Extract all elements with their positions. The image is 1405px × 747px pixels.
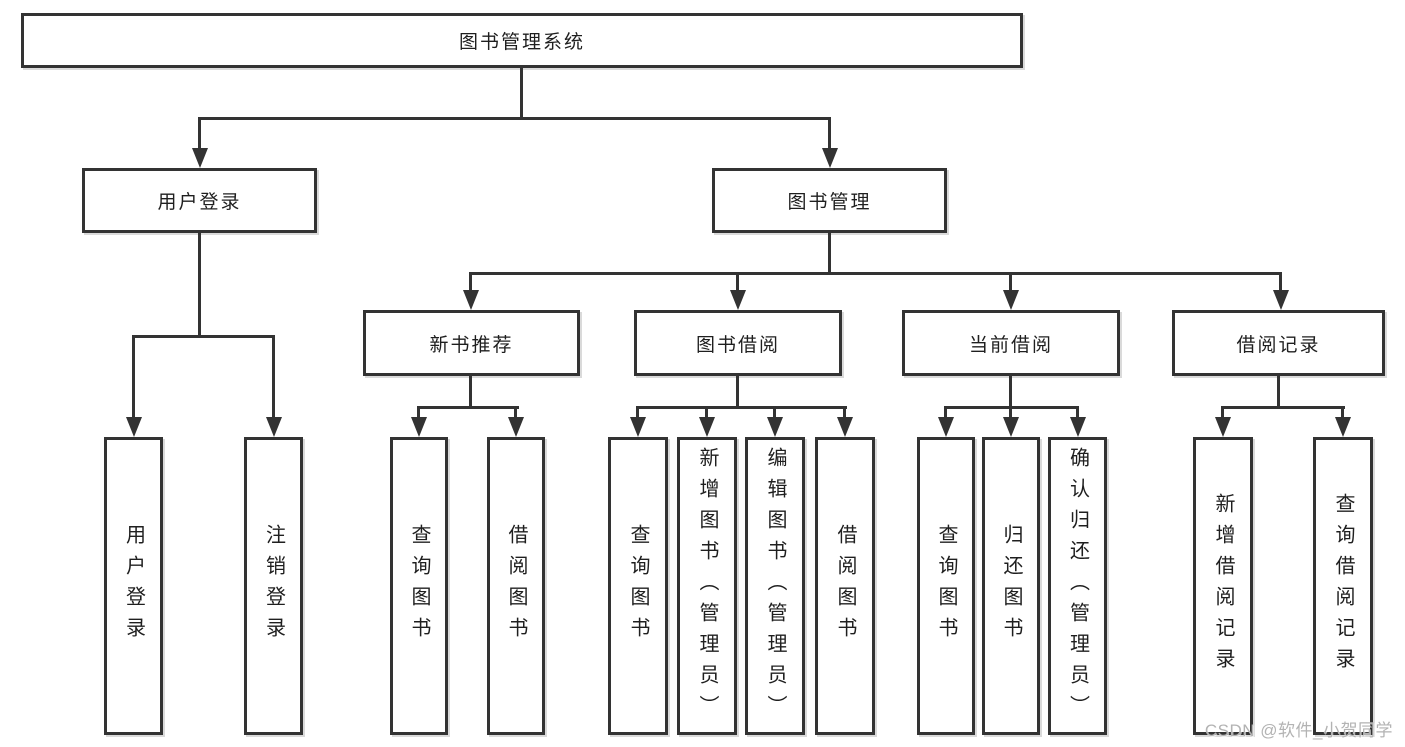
connector-line <box>198 117 831 120</box>
node-root: 图书管理系统 <box>21 13 1023 68</box>
connector-line <box>1009 376 1012 407</box>
connector-line <box>705 406 708 419</box>
leaf-query-books-recommend: 查询图书 <box>390 437 448 735</box>
connector-line <box>132 335 135 419</box>
leaf-query-borrow-record: 查询借阅记录 <box>1313 437 1373 735</box>
node-new-book-recommend-label: 新书推荐 <box>429 334 514 356</box>
leaf-query-books-current: 查询图书 <box>917 437 975 735</box>
leaf-add-borrow-record: 新增借阅记录 <box>1193 437 1253 735</box>
node-current-borrowing-label: 当前借阅 <box>968 334 1053 356</box>
arrowhead-icon <box>699 417 715 437</box>
connector-line <box>469 376 472 408</box>
node-current-borrowing: 当前借阅 <box>902 310 1120 376</box>
arrowhead-icon <box>938 417 954 437</box>
arrowhead-icon <box>767 417 783 437</box>
leaf-add-borrow-record-label: 新增借阅记录 <box>1212 493 1234 679</box>
node-user-login: 用户登录 <box>82 168 317 233</box>
connector-line <box>843 406 846 419</box>
leaf-return-books-label: 归还图书 <box>1000 524 1022 648</box>
connector-line <box>1279 272 1282 292</box>
leaf-confirm-return-admin-label: 确认归还（管理员） <box>1066 446 1089 726</box>
arrowhead-icon <box>191 148 208 168</box>
arrowhead-icon <box>411 417 427 437</box>
connector-line <box>469 272 1282 275</box>
arrowhead-icon <box>125 417 142 437</box>
leaf-borrow-books-borrowing: 借阅图书 <box>815 437 875 735</box>
connector-line <box>469 272 472 292</box>
arrowhead-icon <box>1335 417 1351 437</box>
arrowhead-icon <box>1272 290 1289 310</box>
connector-line <box>417 406 519 409</box>
node-borrow-records: 借阅记录 <box>1172 310 1385 376</box>
connector-line <box>1009 406 1012 419</box>
connector-line <box>736 272 739 292</box>
connector-line <box>736 376 739 407</box>
connector-line <box>636 406 639 419</box>
leaf-confirm-return-admin: 确认归还（管理员） <box>1048 437 1107 735</box>
node-book-borrowing: 图书借阅 <box>634 310 842 376</box>
connector-line <box>417 406 420 419</box>
arrowhead-icon <box>508 417 524 437</box>
leaf-logout-login-label: 注销登录 <box>262 524 285 648</box>
arrowhead-icon <box>821 148 838 168</box>
leaf-borrow-books-borrowing-label: 借阅图书 <box>834 524 856 648</box>
connector-line <box>132 335 275 338</box>
connector-line <box>1009 272 1012 292</box>
arrowhead-icon <box>730 290 746 310</box>
node-book-borrowing-label: 图书借阅 <box>695 334 780 356</box>
leaf-return-books: 归还图书 <box>982 437 1040 735</box>
leaf-borrow-books-recommend: 借阅图书 <box>487 437 545 735</box>
csdn-watermark: CSDN @软件_小贺同学 <box>1204 721 1393 740</box>
connector-line <box>272 335 275 419</box>
connector-line <box>198 117 201 150</box>
leaf-query-borrow-record-label: 查询借阅记录 <box>1332 493 1354 679</box>
node-borrow-records-label: 借阅记录 <box>1236 334 1321 356</box>
connector-line <box>520 68 523 118</box>
leaf-edit-books-admin: 编辑图书（管理员） <box>745 437 805 735</box>
connector-line <box>944 406 947 419</box>
connector-line <box>1341 406 1344 419</box>
connector-line <box>773 406 776 419</box>
connector-line <box>1076 406 1079 419</box>
leaf-query-books-recommend-label: 查询图书 <box>408 524 430 648</box>
arrowhead-icon <box>1069 417 1086 437</box>
connector-line <box>1221 406 1345 409</box>
leaf-user-login: 用户登录 <box>104 437 163 735</box>
arrowhead-icon <box>265 417 282 437</box>
leaf-logout-login: 注销登录 <box>244 437 303 735</box>
connector-line <box>1221 406 1224 419</box>
node-root-label: 图书管理系统 <box>458 32 585 53</box>
leaf-query-books-borrowing: 查询图书 <box>608 437 668 735</box>
arrowhead-icon <box>1002 290 1019 310</box>
leaf-edit-books-admin-label: 编辑图书（管理员） <box>764 446 786 726</box>
connector-line <box>828 117 831 150</box>
leaf-query-books-borrowing-label: 查询图书 <box>627 524 649 648</box>
leaf-add-books-admin: 新增图书（管理员） <box>677 437 737 735</box>
leaf-borrow-books-recommend-label: 借阅图书 <box>505 524 527 648</box>
arrowhead-icon <box>630 417 646 437</box>
leaf-user-login-label: 用户登录 <box>122 524 145 648</box>
node-new-book-recommend: 新书推荐 <box>363 310 580 376</box>
arrowhead-icon <box>462 290 479 310</box>
connector-line <box>198 233 201 335</box>
node-user-login-label: 用户登录 <box>157 192 242 213</box>
node-book-management: 图书管理 <box>712 168 947 233</box>
connector-line <box>828 233 831 272</box>
leaf-query-books-current-label: 查询图书 <box>935 524 957 648</box>
connector-line <box>514 406 517 419</box>
connector-line <box>636 406 847 409</box>
arrowhead-icon <box>1215 417 1231 437</box>
node-book-management-label: 图书管理 <box>787 192 872 213</box>
connector-line <box>1277 376 1280 407</box>
arrowhead-icon <box>1003 417 1019 437</box>
leaf-add-books-admin-label: 新增图书（管理员） <box>696 446 718 726</box>
arrowhead-icon <box>837 417 853 437</box>
